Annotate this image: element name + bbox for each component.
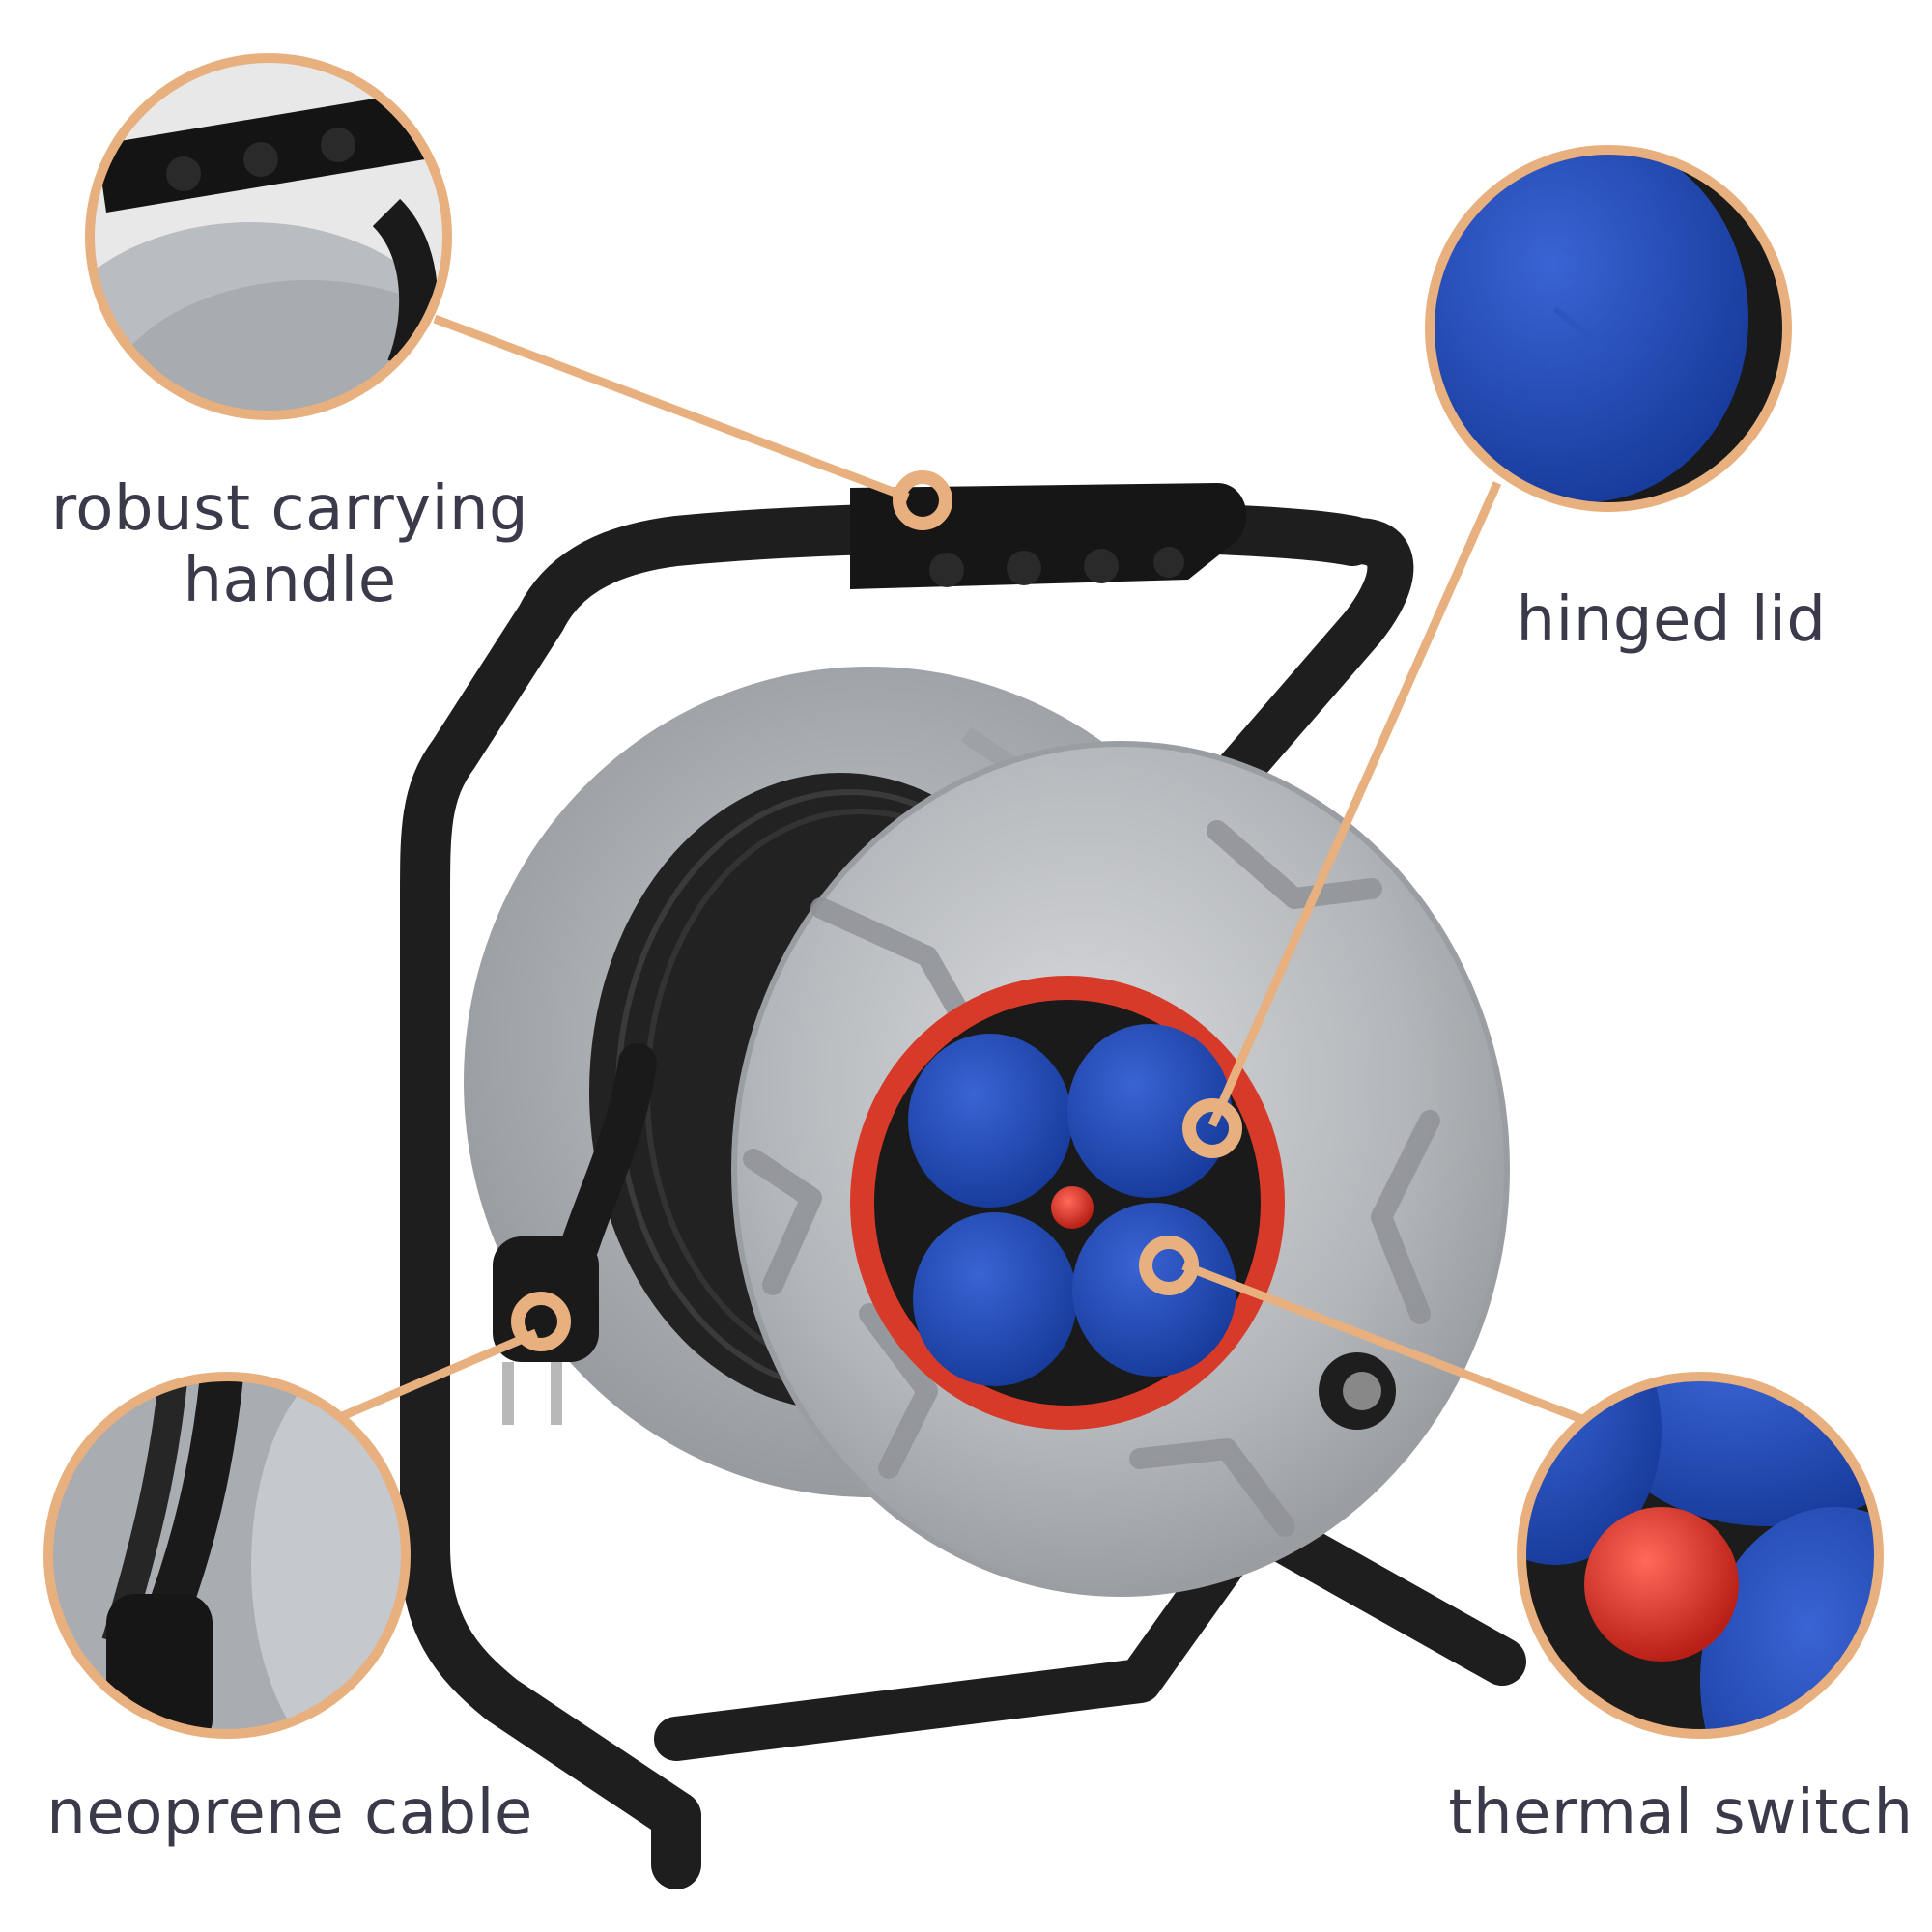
socket-lid-top-right	[1067, 1024, 1232, 1198]
leader-dots	[511, 470, 1242, 1351]
zoom-circle-switch	[1517, 1372, 1884, 1739]
label-carrying-handle-line1: robust carrying	[50, 473, 529, 545]
label-neoprene-cable: neoprene cable	[46, 1777, 533, 1849]
label-carrying-handle-line2: handle	[183, 545, 397, 616]
crank-knob	[1319, 1352, 1396, 1430]
thermal-switch-button	[1051, 1186, 1094, 1229]
socket-lid-bottom-left	[913, 1212, 1077, 1386]
label-carrying-handle: robust carrying handle	[39, 473, 541, 616]
leader-lines	[331, 314, 1586, 1425]
zoom-circle-cable	[43, 1372, 411, 1739]
label-hinged-lid: hinged lid	[1516, 584, 1827, 656]
carrying-handle-grip	[850, 483, 1247, 589]
zoom-circle-lid	[1425, 145, 1792, 512]
socket-lid-top-left	[908, 1034, 1072, 1208]
socket-housing	[850, 976, 1396, 1430]
label-thermal-switch: thermal switch	[1448, 1777, 1914, 1849]
